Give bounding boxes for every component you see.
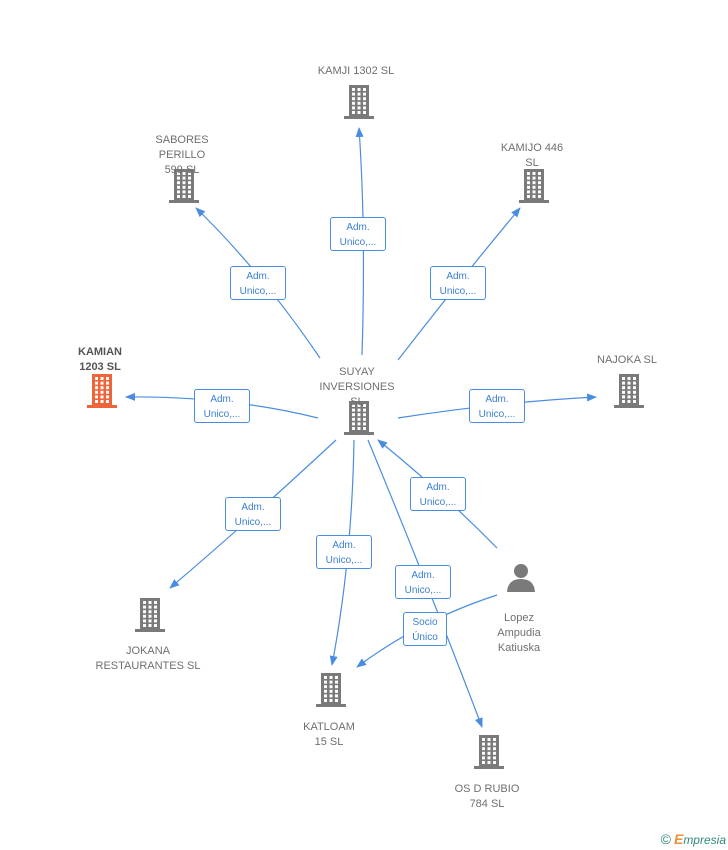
osd-icon-wrap[interactable] xyxy=(474,735,504,774)
building-icon xyxy=(519,169,549,203)
building-icon xyxy=(316,673,346,707)
suyay-icon-wrap[interactable] xyxy=(344,401,374,440)
building-icon xyxy=(169,169,199,203)
node-label-lopez[interactable]: Lopez Ampudia Katiuska xyxy=(497,612,541,654)
sabores-icon-wrap[interactable] xyxy=(169,169,199,208)
edge-label-suyay-to-kamji[interactable]: Adm. Unico,... xyxy=(330,217,386,251)
node-label-kamijo[interactable]: KAMIJO 446 SL xyxy=(500,142,564,169)
jokana-icon-wrap[interactable] xyxy=(135,598,165,637)
lopez-icon-wrap[interactable] xyxy=(506,562,536,597)
edge-label-suyay-to-kamian[interactable]: Adm. Unico,... xyxy=(194,389,250,423)
building-icon xyxy=(344,401,374,435)
node-label-sabores[interactable]: SABORES PERILLO 599 SL xyxy=(155,134,209,176)
building-icon xyxy=(135,598,165,632)
brand-name: mpresia xyxy=(683,833,726,847)
edge-label-suyay-to-katloam[interactable]: Adm. Unico,... xyxy=(316,535,372,569)
edge-label-suyay-to-osd[interactable]: Adm. Unico,... xyxy=(395,565,451,599)
node-label-jokana[interactable]: JOKANA RESTAURANTES SL xyxy=(95,645,201,672)
edge-label-lopez-to-katloam[interactable]: Socio Único xyxy=(403,612,447,646)
node-label-kamji[interactable]: KAMJI 1302 SL xyxy=(317,65,395,77)
katloam-icon-wrap[interactable] xyxy=(316,673,346,712)
najoka-icon-wrap[interactable] xyxy=(614,374,644,413)
edge-label-suyay-to-kamijo[interactable]: Adm. Unico,... xyxy=(430,266,486,300)
node-label-osd[interactable]: OS D RUBIO 784 SL xyxy=(454,783,520,810)
node-label-najoka[interactable]: NAJOKA SL xyxy=(597,354,657,366)
edge-label-suyay-to-jokana[interactable]: Adm. Unico,... xyxy=(225,497,281,531)
edge-label-suyay-to-sabores[interactable]: Adm. Unico,... xyxy=(230,266,286,300)
edge-label-lopez-to-suyay[interactable]: Adm. Unico,... xyxy=(410,477,466,511)
empresia-logo: ©Empresia xyxy=(661,831,726,847)
copyright-symbol: © xyxy=(660,831,671,847)
kamian-icon-wrap[interactable] xyxy=(87,374,117,413)
building-icon xyxy=(344,85,374,119)
node-label-katloam[interactable]: KATLOAM 15 SL xyxy=(303,721,355,748)
person-icon xyxy=(507,564,535,592)
node-label-kamian[interactable]: KAMIAN 1203 SL xyxy=(78,346,122,373)
kamji-icon-wrap[interactable] xyxy=(344,85,374,124)
node-label-suyay[interactable]: SUYAY INVERSIONES SL xyxy=(319,366,395,408)
building-icon xyxy=(474,735,504,769)
brand-initial: E xyxy=(673,831,684,847)
building-icon xyxy=(87,374,117,408)
building-icon xyxy=(614,374,644,408)
kamijo-icon-wrap[interactable] xyxy=(519,169,549,208)
edge-label-suyay-to-najoka[interactable]: Adm. Unico,... xyxy=(469,389,525,423)
